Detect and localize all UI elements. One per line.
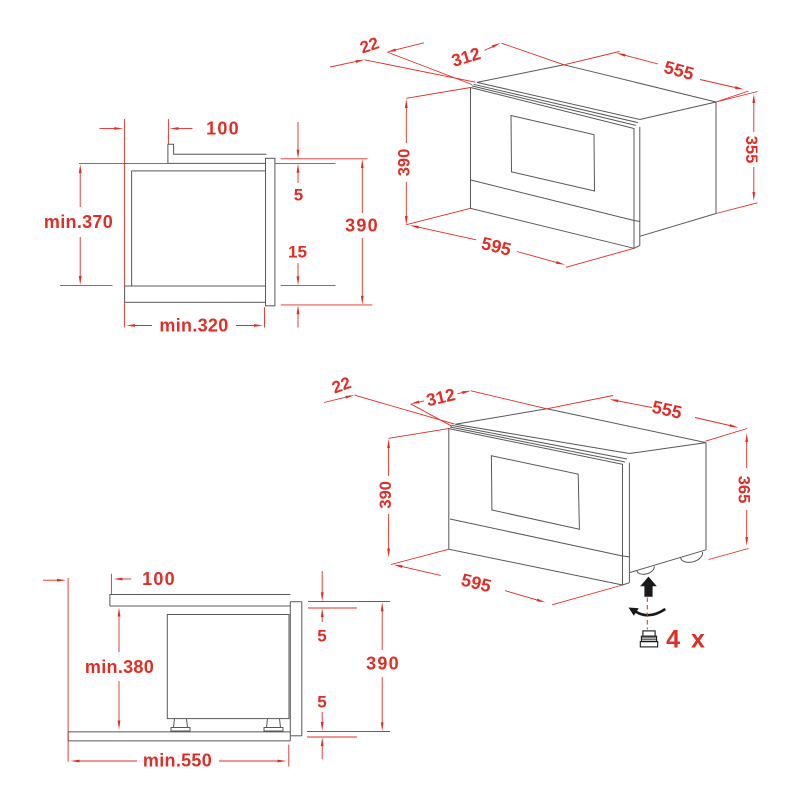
svg-text:390: 390	[366, 654, 400, 674]
svg-text:390: 390	[377, 481, 395, 509]
svg-text:390: 390	[396, 149, 414, 177]
svg-text:390: 390	[345, 216, 379, 236]
svg-text:100: 100	[142, 569, 176, 589]
svg-text:min.550: min.550	[143, 751, 212, 771]
svg-text:5: 5	[317, 693, 326, 712]
svg-text:365: 365	[735, 476, 753, 504]
svg-text:min.380: min.380	[85, 657, 154, 677]
svg-text:min.370: min.370	[44, 212, 113, 232]
svg-text:5: 5	[294, 186, 303, 205]
svg-text:min.320: min.320	[159, 316, 228, 336]
svg-text:355: 355	[742, 136, 760, 164]
svg-text:15: 15	[288, 243, 307, 262]
svg-text:4 x: 4 x	[666, 626, 707, 654]
svg-text:5: 5	[317, 627, 326, 646]
svg-text:100: 100	[206, 119, 240, 139]
